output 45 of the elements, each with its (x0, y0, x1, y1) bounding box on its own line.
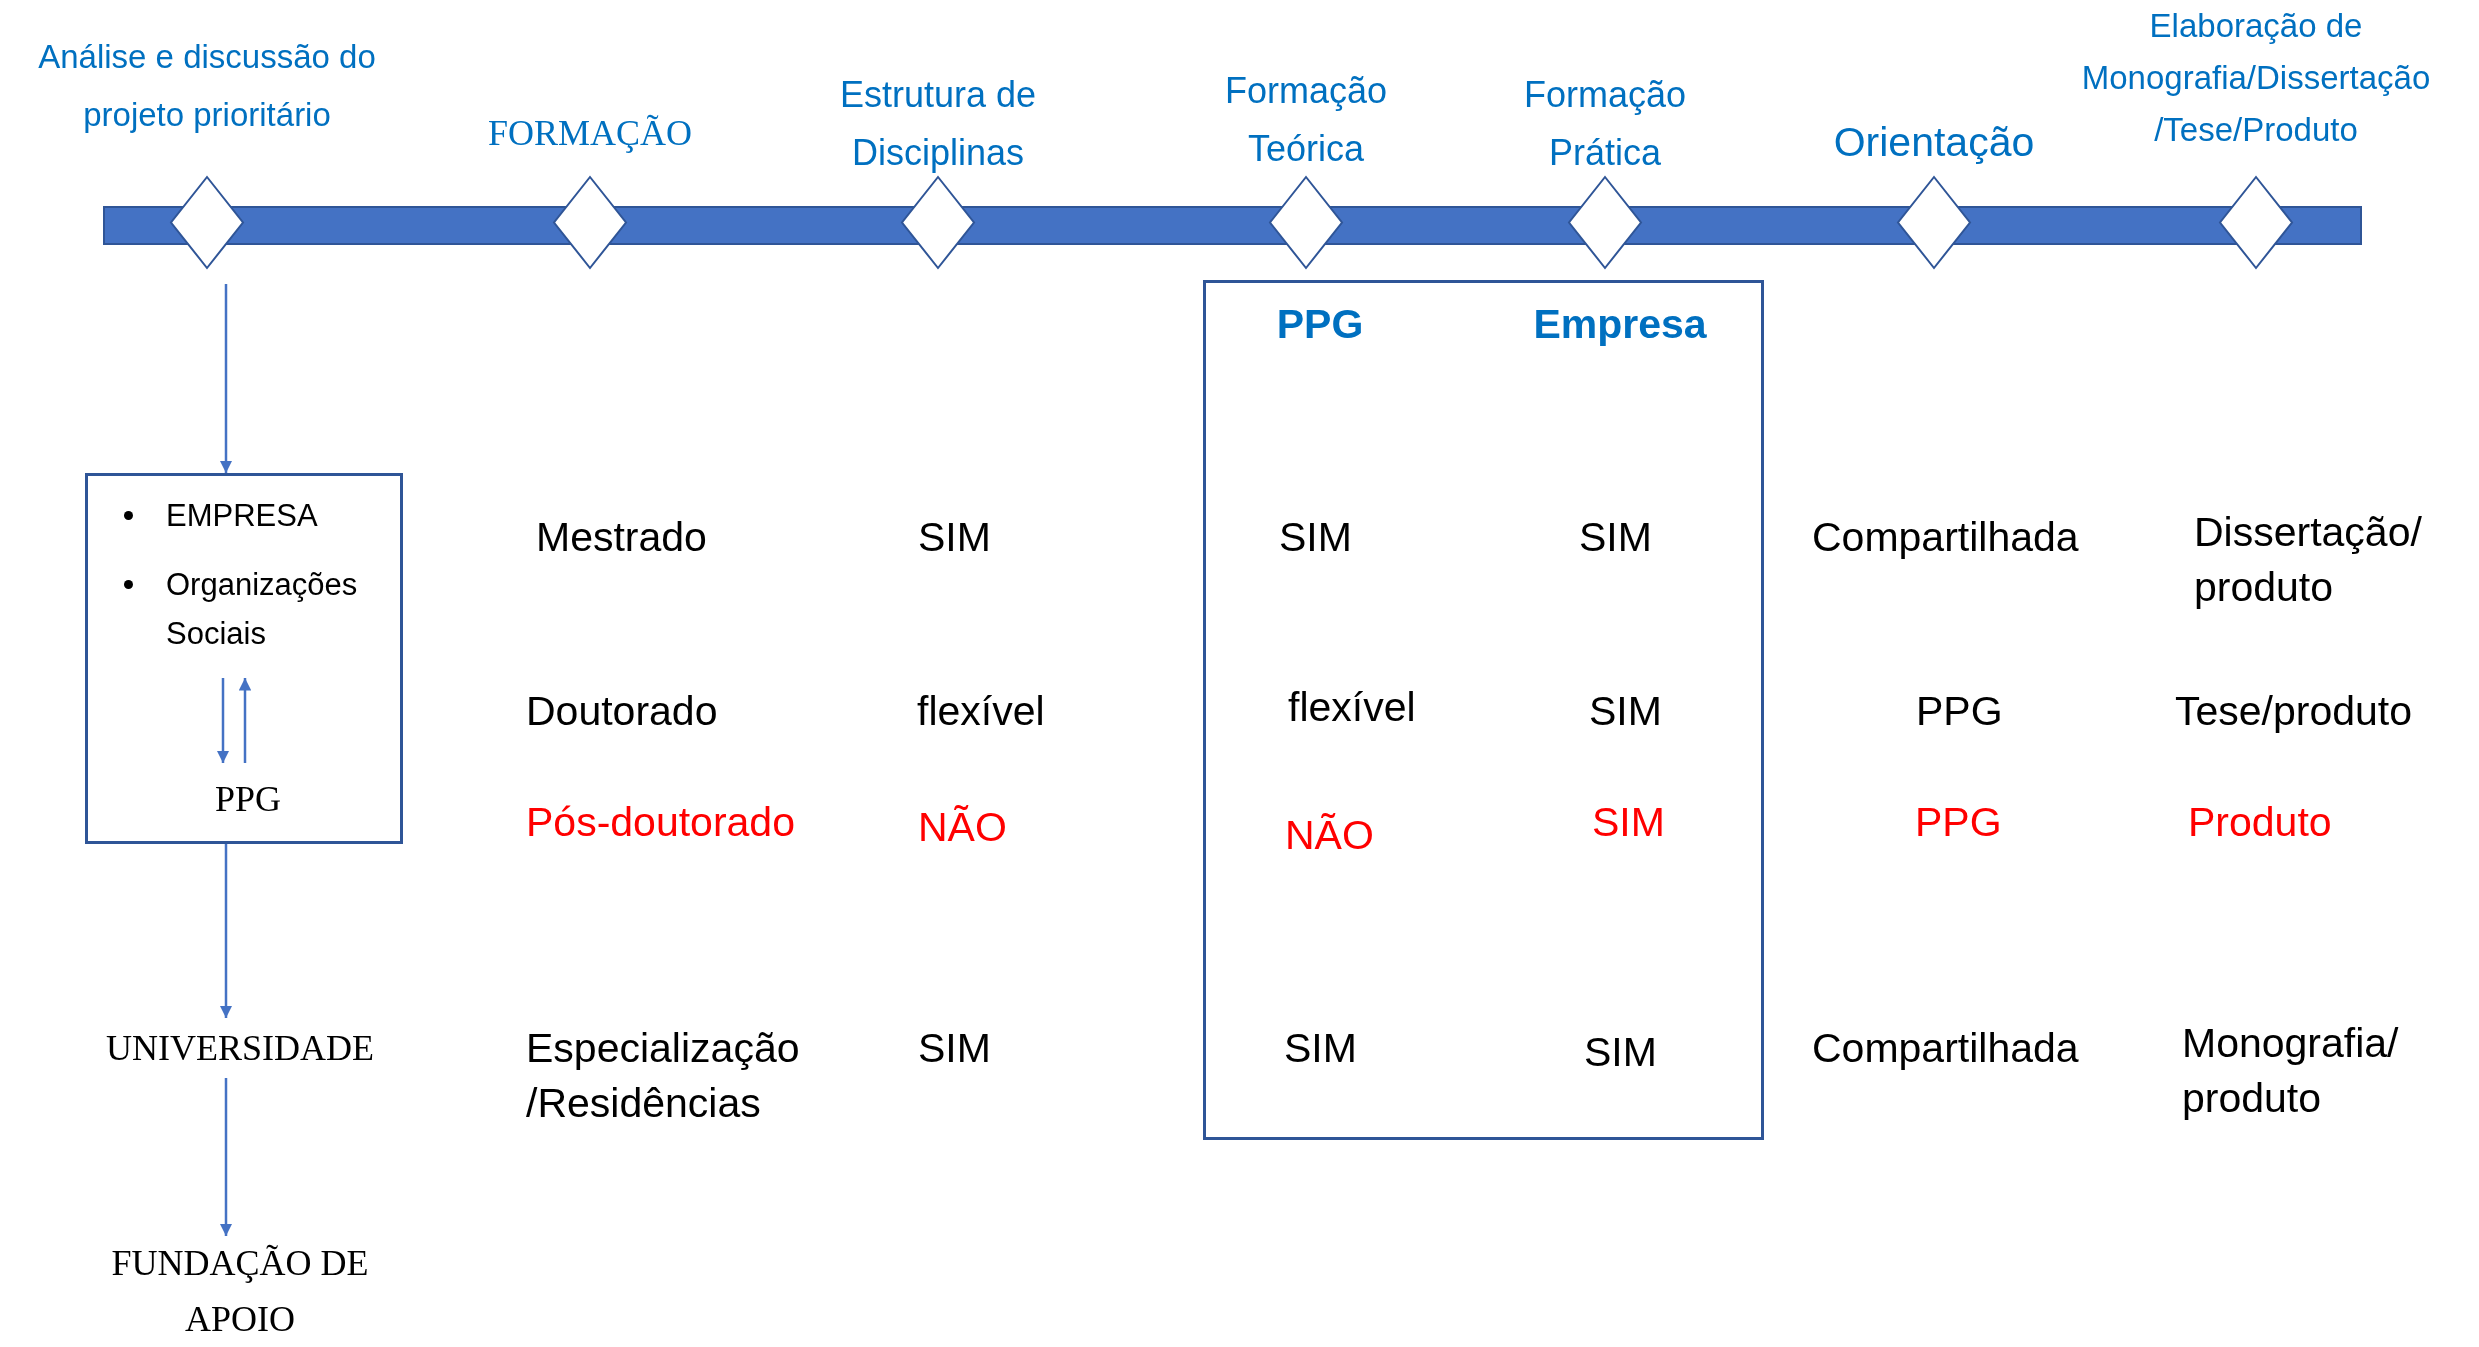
table-cell-text: SIM (1279, 513, 1352, 562)
group-frame (1203, 280, 1764, 1140)
table-cell-text: flexível (1288, 683, 1416, 732)
arrow (219, 1078, 233, 1236)
bullet-item: Organizações Sociais (166, 567, 358, 651)
table-cell-text: Compartilhada (1812, 1024, 2079, 1073)
table-cell-text: SIM (918, 1024, 991, 1073)
milestone-label: Formação Prática (1522, 73, 1688, 175)
milestone-label: FORMAÇÃO (487, 112, 692, 155)
table-cell-text: SIM (1579, 513, 1652, 562)
table-cell-text: PPG (1916, 687, 2003, 736)
table-cell-text: flexível (917, 687, 1045, 736)
arrow (216, 678, 230, 763)
text-label: PPG (214, 777, 281, 821)
milestone-label: Formação Teórica (1223, 69, 1389, 171)
milestone-label: Análise e discussão do projeto prioritário (37, 37, 377, 135)
arrow (219, 284, 233, 473)
table-cell-text: SIM (1592, 798, 1665, 847)
arrow (219, 844, 233, 1018)
table-cell-text: NÃO (1285, 811, 1374, 860)
table-cell-text: SIM (1284, 1024, 1357, 1073)
table-cell-text: NÃO (918, 803, 1007, 852)
bullet-item: EMPRESA (166, 498, 318, 533)
arrow (238, 678, 252, 763)
table-cell-text: SIM (1584, 1028, 1657, 1077)
table-cell-text: Compartilhada (1812, 513, 2079, 562)
column-heading: Empresa (1532, 300, 1708, 349)
table-cell-text: Pós-doutorado (526, 798, 795, 847)
box (85, 473, 403, 844)
milestone-label: Elaboração de Monografia/Dissertação /Tese/Produto (2080, 6, 2432, 150)
table-cell-text: Tese/produto (2175, 687, 2413, 736)
table-cell-text: SIM (1589, 687, 1662, 736)
column-heading: PPG (1275, 300, 1365, 349)
text-label: FUNDAÇÃO DE APOIO (110, 1242, 370, 1341)
table-cell-text: Produto (2188, 798, 2332, 847)
table-cell-text: Monografia/ produto (2182, 1019, 2400, 1123)
table-cell-text: Especialização /Residências (526, 1024, 801, 1128)
milestone-label: Estrutura de Disciplinas (838, 73, 1038, 175)
table-cell-text: SIM (918, 513, 991, 562)
text-label: UNIVERSIDADE (106, 1027, 374, 1070)
milestone-label: Orientação (1833, 118, 2035, 167)
table-cell-text: Dissertação/ produto (2194, 508, 2423, 612)
table-cell-text: PPG (1915, 798, 2002, 847)
table-cell-text: Doutorado (526, 687, 718, 736)
table-cell-text: Mestrado (536, 513, 707, 562)
